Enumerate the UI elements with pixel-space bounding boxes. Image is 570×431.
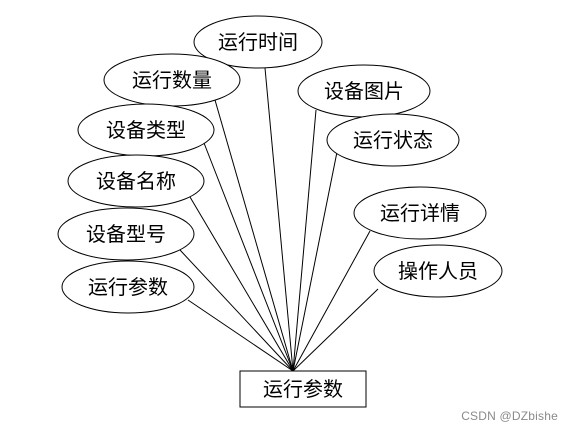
connector-lines bbox=[179, 67, 379, 372]
attribute-label-operator: 操作人员 bbox=[398, 259, 478, 283]
entity-box: 运行参数 bbox=[239, 370, 367, 408]
attribute-type: 设备类型 bbox=[77, 103, 215, 157]
entity-label: 运行参数 bbox=[263, 377, 343, 401]
attribute-ellipse-operator bbox=[373, 244, 503, 298]
attribute-ellipse-time bbox=[193, 15, 323, 69]
connector-time bbox=[264, 67, 294, 372]
connector-model bbox=[179, 249, 294, 372]
attribute-label-image: 设备图片 bbox=[324, 79, 404, 103]
attribute-ellipse-status bbox=[326, 113, 460, 167]
attribute-label-name: 设备名称 bbox=[96, 169, 176, 193]
attribute-quantity: 运行数量 bbox=[103, 53, 241, 107]
connector-quantity bbox=[214, 99, 294, 372]
attribute-model: 设备型号 bbox=[57, 207, 195, 261]
attribute-name: 设备名称 bbox=[67, 154, 205, 208]
connector-param bbox=[187, 299, 294, 372]
connector-detail bbox=[292, 230, 371, 372]
attribute-label-quantity: 运行数量 bbox=[132, 68, 212, 92]
watermark: CSDN @DZbishe bbox=[461, 409, 558, 423]
attribute-label-model: 设备型号 bbox=[86, 222, 166, 246]
attribute-label-status: 运行状态 bbox=[353, 128, 433, 152]
attribute-param: 运行参数 bbox=[61, 260, 195, 314]
attribute-time: 运行时间 bbox=[193, 15, 323, 69]
attribute-label-type: 设备类型 bbox=[106, 118, 186, 142]
connector-type bbox=[203, 142, 294, 372]
connector-name bbox=[189, 196, 294, 372]
attribute-image: 设备图片 bbox=[297, 64, 431, 118]
attribute-detail: 运行详情 bbox=[353, 186, 487, 240]
attribute-ellipse-model bbox=[57, 207, 195, 261]
attribute-label-param: 运行参数 bbox=[88, 275, 168, 299]
connector-status bbox=[292, 151, 338, 372]
attribute-ellipse-detail bbox=[353, 186, 487, 240]
connector-image bbox=[292, 109, 317, 372]
attribute-operator: 操作人员 bbox=[373, 244, 503, 298]
connector-operator bbox=[292, 288, 379, 372]
attribute-ellipse-name bbox=[67, 154, 205, 208]
attribute-status: 运行状态 bbox=[326, 113, 460, 167]
attribute-ellipse-param bbox=[61, 260, 195, 314]
attribute-label-time: 运行时间 bbox=[218, 30, 298, 54]
attribute-label-detail: 运行详情 bbox=[380, 201, 460, 225]
